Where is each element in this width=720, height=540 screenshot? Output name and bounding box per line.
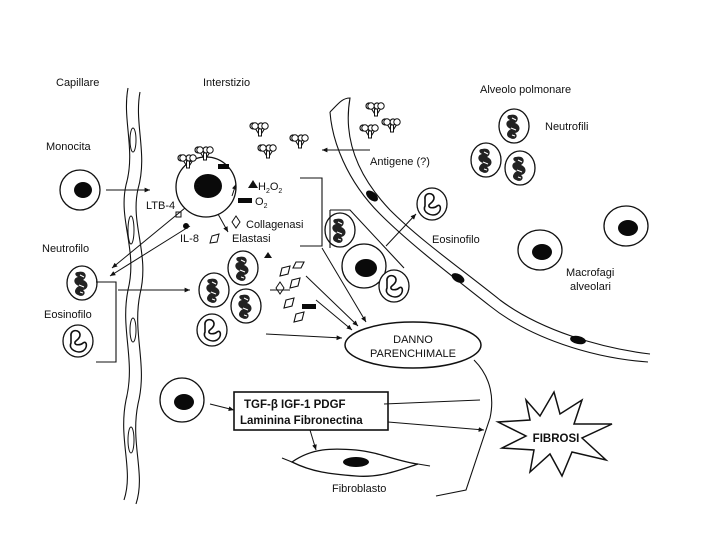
eosinofilo-right-label: Eosinofilo [432, 234, 480, 246]
il8-label: IL-8 [180, 233, 199, 245]
growth-factors-line2: Laminina Fibronectina [240, 415, 363, 427]
monocyte-cell: Monocita [46, 141, 101, 211]
alveolari-label: alveolari [570, 281, 611, 293]
neutrophil-cell [504, 150, 536, 186]
capillary-wall [123, 87, 144, 505]
danno-line2: PARENCHIMALE [370, 348, 456, 360]
svg-text:O2: O2 [255, 196, 268, 210]
fibroblast-cell [281, 448, 431, 477]
antigene-label: Antigene (?) [370, 156, 430, 168]
p-label: P [195, 183, 200, 192]
eosinophil-cell [196, 313, 228, 347]
antigen-icon [249, 122, 269, 137]
eosinophil-cell [416, 187, 448, 221]
danno-line1: DANNO [393, 334, 433, 346]
macrophage-in-wall [341, 243, 387, 289]
antigen-icon [365, 102, 385, 117]
danno-parenchimale: DANNO PARENCHIMALE [344, 321, 482, 369]
antigen-icon [359, 124, 379, 139]
neutrofili-label: Neutrofili [545, 121, 588, 133]
neutrophil-cell [230, 288, 262, 324]
neutrofilo-label: Neutrofilo [42, 243, 89, 255]
svg-text:H2O2: H2O2 [258, 181, 282, 195]
neutrophil-cell [66, 265, 98, 301]
fibroblasto-label: Fibroblasto [332, 483, 386, 495]
growth-factors-box: TGF-β IGF-1 PDGF Laminina Fibronectina [233, 391, 389, 431]
eosinofilo-left-label: Eosinofilo [44, 309, 92, 321]
macrofagi-label: Macrofagi [566, 267, 614, 279]
collagenasi-label: Collagenasi [246, 219, 303, 231]
alveolar-macrophage-cell [517, 229, 563, 271]
eosinophil-cell [378, 269, 410, 303]
neutrophil-cell [227, 250, 259, 286]
interstizio-label: Interstizio [203, 77, 250, 89]
antigen-icon [289, 134, 309, 149]
neutrophil-cell [198, 272, 230, 308]
neutrophil-cell [498, 108, 530, 144]
alveolar-macrophage-cell [603, 205, 649, 247]
antigen-icon [381, 118, 401, 133]
neutrophil-cell [470, 142, 502, 178]
capillare-label: Capillare [56, 77, 99, 89]
antigen-icon [257, 144, 277, 159]
monocyte-cell [159, 377, 205, 423]
fibrosi-burst: FIBROSI [495, 390, 613, 478]
elastasi-label: Elastasi [232, 233, 271, 245]
ltb4-label: LTB-4 [146, 200, 175, 212]
eosinophil-cell [62, 324, 94, 358]
monocita-label: Monocita [46, 141, 92, 153]
activated-macrophage: P [175, 156, 237, 218]
growth-factors-line1: TGF-β IGF-1 PDGF [244, 399, 346, 411]
fibrosi-label: FIBROSI [533, 433, 580, 445]
alveolo-label: Alveolo polmonare [480, 84, 571, 96]
alveolar-wall [329, 97, 651, 363]
